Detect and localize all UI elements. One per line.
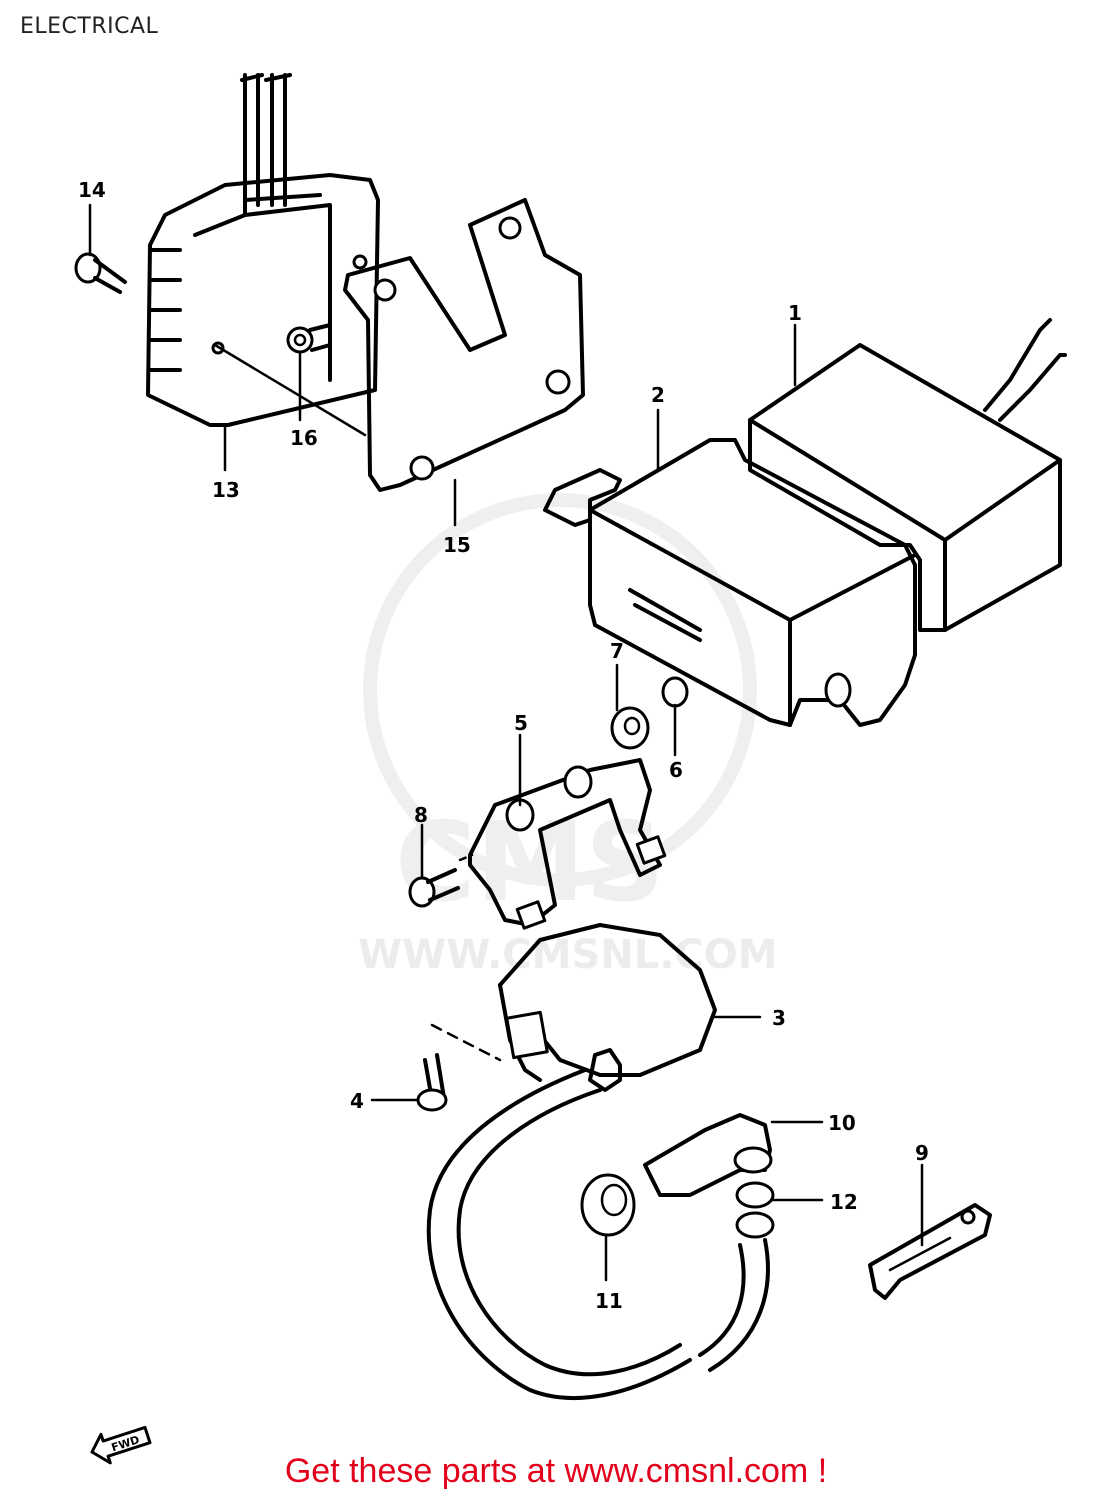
high-tension-lead [426,1068,770,1401]
part-label-12: 12 [830,1190,858,1214]
nut-part-16[interactable] [286,323,332,354]
footer-link[interactable]: Get these parts at www.cmsnl.com ! [284,1452,828,1490]
part-label-8: 8 [414,803,428,827]
screw-part-4[interactable] [416,1023,502,1112]
part-label-15: 15 [443,533,471,557]
part-label-5: 5 [514,711,528,735]
regulator-part-13[interactable] [146,73,380,427]
part-label-6: 6 [669,758,683,782]
part-label-1: 1 [788,301,802,325]
part-label-16: 16 [290,426,318,450]
part-label-3: 3 [772,1006,786,1030]
part-label-9: 9 [915,1141,929,1165]
part-label-14: 14 [78,178,106,202]
part-number-labels: 14 13 16 15 1 2 7 6 5 8 3 4 10 12 11 9 [78,178,929,1313]
bracket-part-5[interactable] [468,758,667,930]
part-label-13: 13 [212,478,240,502]
grommet-part-7[interactable] [610,706,650,750]
ignition-unit-part-2[interactable] [543,438,917,727]
watermark-url-text: WWW.CMSNL.COM [358,932,778,978]
part-label-2: 2 [651,383,665,407]
part-label-7: 7 [610,639,624,663]
part-label-10: 10 [828,1111,856,1135]
bolt-part-8[interactable] [408,853,474,908]
forward-arrow-icon: FWD [90,1425,152,1465]
part-label-11: 11 [595,1289,623,1313]
collar-part-6[interactable] [661,676,689,708]
page-title: ELECTRICAL [20,14,159,39]
part-label-4: 4 [350,1089,364,1113]
seal-part-11[interactable] [580,1173,636,1237]
plug-cap-part-10[interactable] [643,1113,773,1197]
leader-lines [88,203,924,1282]
cdi-unit-part-1[interactable] [748,318,1067,632]
screw-part-14[interactable] [74,252,127,294]
clamp-part-9[interactable] [868,1203,992,1300]
bracket-part-15[interactable] [343,198,585,492]
cap-part-12[interactable] [735,1181,775,1239]
